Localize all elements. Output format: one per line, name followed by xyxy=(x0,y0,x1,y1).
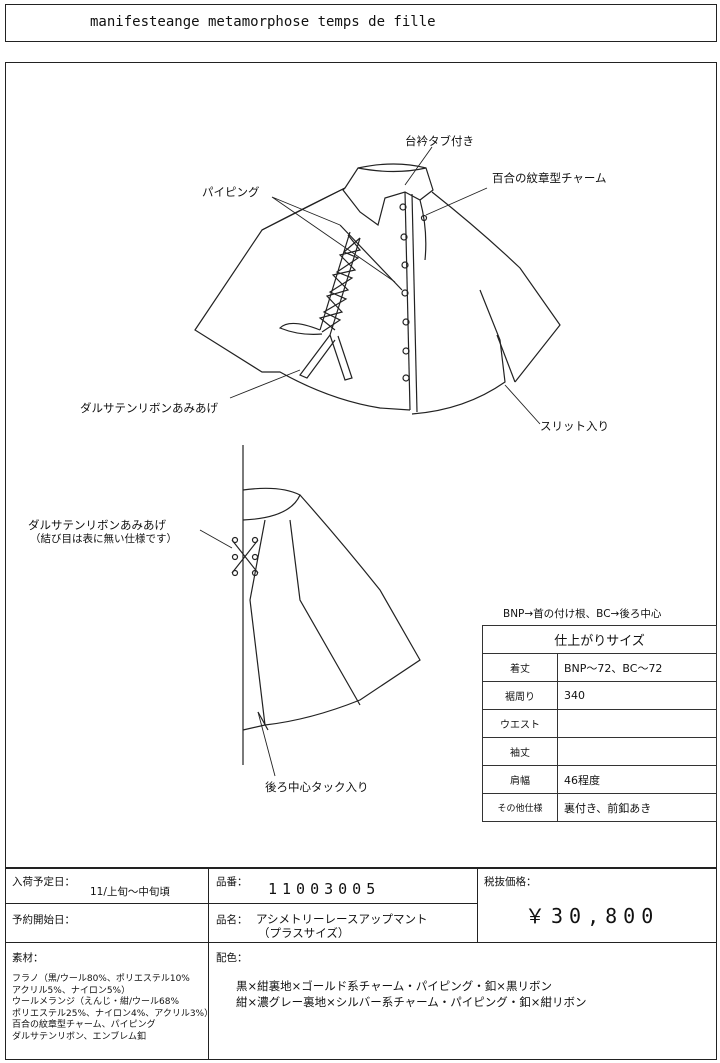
list-item: 紺×濃グレー裏地×シルバー系チャーム・パイピング・釦×紺リボン xyxy=(236,995,587,1009)
label-ribbon-back-note: （結び目は表に無い仕様です） xyxy=(30,533,177,545)
label-ribbon-back: ダルサテンリボンあみあげ xyxy=(28,518,166,532)
table-row: その他仕様裏付き、前釦あき xyxy=(482,793,717,822)
size-note: BNP→首の付け根、BC→後ろ中心 xyxy=(503,608,662,620)
material-list: フラノ（黒/ウール80%、ポリエステル10% アクリル5%、ナイロン5%） ウー… xyxy=(12,974,213,1043)
table-row: ウエスト xyxy=(482,709,717,738)
footer-box xyxy=(5,868,717,1060)
label-collar-tab: 台衿タブ付き xyxy=(405,134,474,148)
label-slit: スリット入り xyxy=(540,419,609,433)
price-label: 税抜価格： xyxy=(484,876,537,888)
list-item: 百合の紋章型チャーム、パイピング xyxy=(12,1020,156,1030)
label-back-tuck: 後ろ中心タック入り xyxy=(265,780,369,794)
back-view xyxy=(231,445,421,765)
size-table-title: 仕上がりサイズ xyxy=(482,625,717,654)
price-value: ￥30,800 xyxy=(525,904,660,928)
label-lily-charm: 百合の紋章型チャーム xyxy=(492,171,607,185)
page-title: manifesteange metamorphose temps de fill… xyxy=(90,14,436,30)
drawing-frame xyxy=(5,62,717,868)
header-box: manifesteange metamorphose temps de fill… xyxy=(5,4,717,42)
table-row: 袖丈 xyxy=(482,737,717,766)
list-item: ダルサテンリボン、エンブレム釦 xyxy=(12,1031,147,1042)
reserve-label: 予約開始日： xyxy=(12,914,75,926)
item-name-line1: アシメトリーレースアップマント xyxy=(256,912,428,926)
item-no-label: 品番： xyxy=(216,876,248,888)
arrival-label: 入荷予定日： xyxy=(12,876,75,888)
front-view xyxy=(194,163,561,415)
color-label: 配色： xyxy=(216,952,248,964)
item-name-label: 品名： xyxy=(216,914,248,926)
color-list: 黒×紺裏地×ゴールド系チャーム・パイピング・釦×黒リボン 紺×濃グレー裏地×シル… xyxy=(236,978,586,1010)
material-label: 素材： xyxy=(12,952,44,964)
list-item: アクリル5%、ナイロン5%） xyxy=(12,985,131,996)
leader-lines xyxy=(199,146,541,777)
label-piping: パイピング xyxy=(202,185,260,199)
item-no-value: 11003005 xyxy=(268,880,381,898)
list-item: フラノ（黒/ウール80%、ポリエステル10% xyxy=(12,974,190,984)
list-item: ウールメランジ（えんじ・紺/ウール68% xyxy=(12,997,180,1007)
item-name-line2: （プラスサイズ） xyxy=(258,926,350,940)
arrival-value: 11/上旬～中旬頃 xyxy=(90,886,170,898)
list-item: 黒×紺裏地×ゴールド系チャーム・パイピング・釦×黒リボン xyxy=(236,979,552,993)
list-item: ポリエステル25%、ナイロン4%、アクリル3%） xyxy=(12,1008,214,1019)
label-ribbon-front: ダルサテンリボンあみあげ xyxy=(80,401,218,415)
